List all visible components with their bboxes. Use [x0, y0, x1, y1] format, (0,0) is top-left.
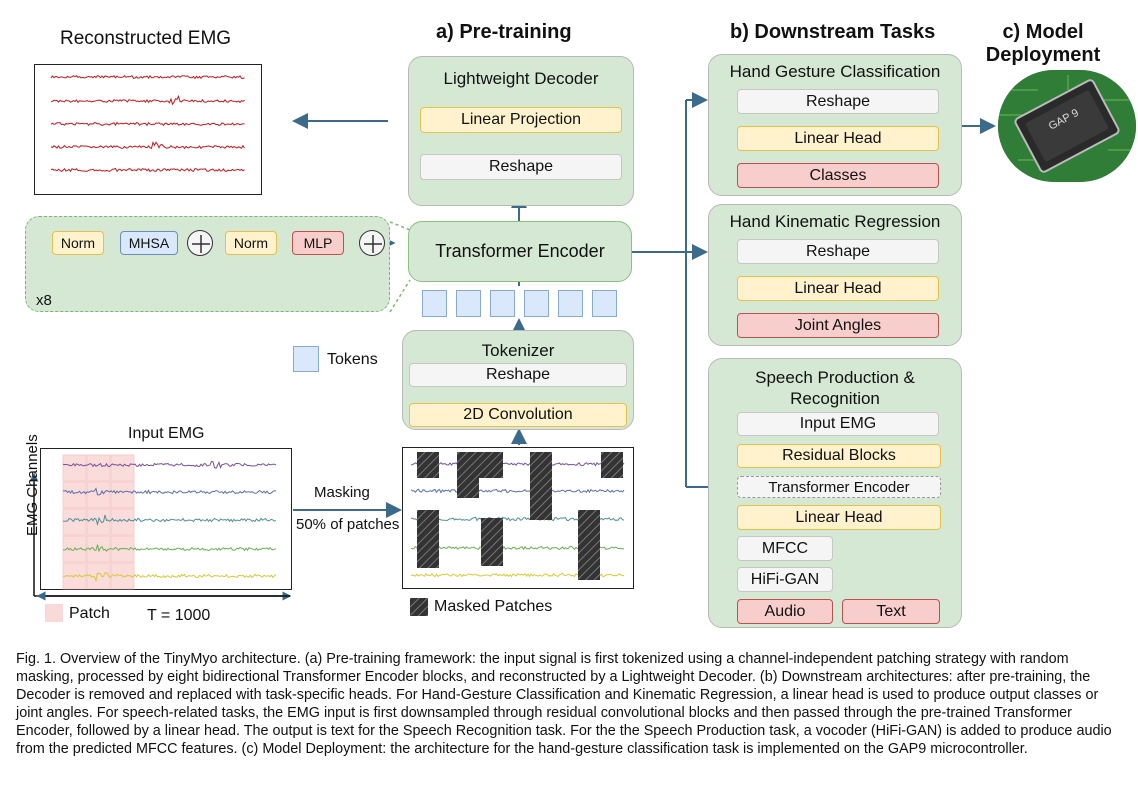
reconstructed-trace [50, 141, 245, 150]
gap9-chip-image: GAP 9 [998, 70, 1136, 182]
heading-downstream: b) Downstream Tasks [730, 21, 936, 43]
input-trace [62, 572, 277, 583]
mlp-box: MLP [292, 231, 344, 255]
gesture-linear-head-box: Linear Head [737, 126, 939, 151]
heading-deployment: c) Model Deployment [985, 21, 1101, 66]
heading-pretraining: a) Pre-training [436, 21, 572, 43]
input-trace [62, 487, 277, 496]
input-trace [62, 514, 277, 527]
reconstructed-trace [50, 167, 245, 173]
input-emg-plot [40, 448, 292, 590]
patch-legend-swatch [45, 604, 63, 622]
masked-patch [578, 510, 600, 580]
masking-ratio: 50% of patches [296, 516, 400, 533]
patch-cell [110, 481, 135, 509]
kinematic-panel: Hand Kinematic Regression Reshape Linear… [708, 204, 962, 346]
token [524, 290, 549, 317]
mfcc-box: MFCC [737, 536, 833, 561]
hifigan-box: HiFi-GAN [737, 567, 833, 592]
speech-transformer-encoder-box: Transformer Encoder [737, 476, 941, 498]
masked-patch [417, 510, 439, 568]
classes-box: Classes [737, 163, 939, 188]
patch-cell [110, 454, 135, 482]
norm2-box: Norm [225, 231, 277, 255]
masked-emg-plot [402, 447, 634, 589]
norm1-box: Norm [52, 231, 104, 255]
audio-box: Audio [737, 599, 833, 624]
repeat-label: x8 [36, 292, 52, 309]
patch-cell [62, 481, 87, 509]
joint-angles-box: Joint Angles [737, 313, 939, 338]
patch-cell [86, 454, 111, 482]
transformer-encoder-panel: Transformer Encoder [408, 221, 632, 282]
token-legend-swatch [293, 346, 319, 372]
decoder-reshape-box: Reshape [420, 154, 622, 180]
tokenizer-panel: Tokenizer Reshape 2D Convolution [402, 330, 634, 430]
gesture-panel: Hand Gesture Classification Reshape Line… [708, 54, 962, 196]
linear-projection-box: Linear Projection [420, 107, 622, 133]
residual-blocks-box: Residual Blocks [737, 444, 941, 468]
add-icon-2 [359, 230, 385, 256]
gesture-reshape-box: Reshape [737, 89, 939, 114]
input-trace [62, 544, 277, 553]
patch-legend-label: Patch [69, 605, 110, 622]
reconstructed-emg-plot [34, 64, 262, 195]
speech-input-box: Input EMG [737, 412, 939, 436]
decoder-title: Lightweight Decoder [443, 69, 599, 88]
kinematic-title: Hand Kinematic Regression [729, 212, 941, 231]
tokenizer-title: Tokenizer [481, 341, 555, 360]
conv2d-box: 2D Convolution [409, 403, 627, 427]
input-trace [62, 460, 277, 469]
time-axis-label: T = 1000 [147, 607, 211, 624]
reconstructed-trace [50, 94, 245, 106]
masked-legend-swatch [410, 598, 428, 616]
reconstructed-trace [50, 74, 245, 80]
transformer-encoder-label: Transformer Encoder [435, 241, 605, 261]
masked-patch [601, 452, 623, 478]
masked-patch [417, 452, 439, 478]
masked-patch [530, 452, 552, 520]
add-icon-1 [187, 230, 213, 256]
token [558, 290, 583, 317]
reconstructed-emg-title: Reconstructed EMG [60, 28, 232, 49]
gesture-title: Hand Gesture Classification [729, 62, 941, 81]
masked-legend-label: Masked Patches [434, 598, 553, 615]
kinematic-reshape-box: Reshape [737, 239, 939, 264]
patch-cell [110, 508, 135, 536]
speech-panel: Speech Production & Recognition Input EM… [708, 358, 962, 628]
masked-patch [481, 518, 503, 566]
masked-trace [410, 461, 625, 467]
masked-trace [410, 488, 625, 494]
mhsa-box: MHSA [120, 231, 178, 255]
emg-channels-axis-label: EMG Channels [24, 434, 41, 536]
masked-signals [410, 452, 625, 580]
figure-caption: Fig. 1. Overview of the TinyMyo architec… [16, 651, 1112, 757]
reconstructed-signals [50, 74, 245, 173]
input-signals [62, 454, 277, 590]
tokens-legend-label: Tokens [327, 351, 378, 368]
kinematic-linear-head-box: Linear Head [737, 276, 939, 301]
masking-label: Masking [314, 484, 370, 501]
patch-cell [62, 454, 87, 482]
speech-linear-head-box: Linear Head [737, 505, 941, 530]
token [422, 290, 447, 317]
tokenizer-reshape-box: Reshape [409, 363, 627, 387]
speech-title: Speech Production & Recognition [755, 368, 915, 408]
input-emg-title: Input EMG [128, 425, 205, 442]
masked-patch [457, 452, 479, 498]
token [456, 290, 481, 317]
token [490, 290, 515, 317]
text-box: Text [842, 599, 940, 624]
patch-cell [62, 508, 87, 536]
patch-cell [86, 562, 111, 590]
reconstructed-trace [50, 121, 245, 127]
token [592, 290, 617, 317]
decoder-panel: Lightweight Decoder Linear Projection Re… [408, 56, 634, 206]
